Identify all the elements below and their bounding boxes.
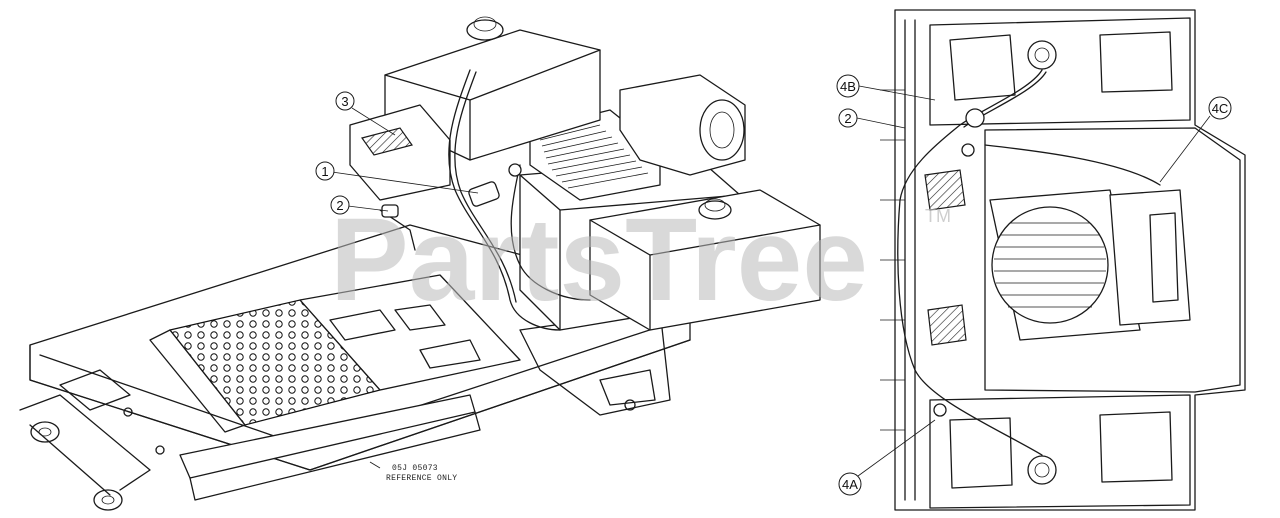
- callouts-left: 3 1 2: [315, 91, 479, 215]
- partstree-watermark: PartsTree TM: [330, 194, 951, 326]
- callout-4b: 4B: [840, 79, 856, 94]
- callout-2-left: 2: [336, 198, 343, 213]
- reference-note: 05J 05073 REFERENCE ONLY: [369, 461, 457, 483]
- engine-grille: [539, 124, 649, 189]
- callout-3: 3: [341, 94, 348, 109]
- watermark-tm: TM: [925, 206, 951, 226]
- reference-code: 05J 05073: [392, 464, 438, 473]
- callout-1: 1: [321, 164, 328, 179]
- callout-4a: 4A: [842, 477, 858, 492]
- callout-4c: 4C: [1212, 101, 1229, 116]
- top-view-grille: [994, 222, 1106, 308]
- watermark-text: PartsTree: [330, 194, 868, 326]
- callout-2-right: 2: [844, 111, 851, 126]
- callouts-right: 4B 2 4C 4A: [836, 74, 1232, 496]
- top-view: [880, 9, 1246, 511]
- isometric-view: [19, 16, 821, 511]
- reference-only-label: REFERENCE ONLY: [386, 474, 457, 483]
